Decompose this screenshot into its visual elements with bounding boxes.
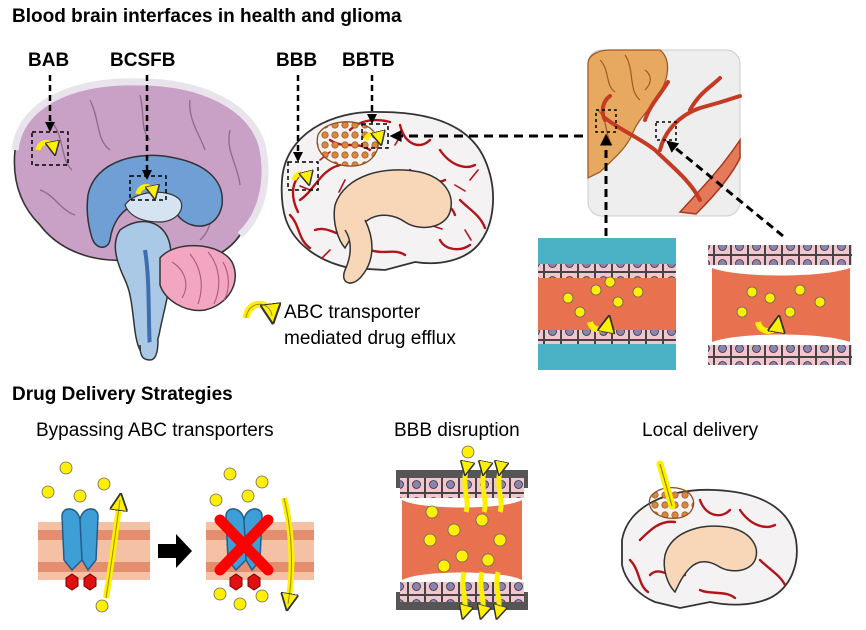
label-bab: BAB [28, 50, 70, 71]
bab-marker [31, 75, 69, 166]
abc-transporter-left [61, 508, 99, 572]
tumor-mass [316, 121, 379, 167]
bcsfb-marker [129, 75, 167, 200]
brainstem-canal [143, 249, 152, 351]
sagittal-brain-illustration [11, 78, 269, 361]
inner-structure-local [663, 525, 758, 594]
bypass-transporter-panel [38, 461, 150, 613]
label-bbb: BBB [276, 50, 318, 71]
bbb-marker [287, 75, 319, 191]
label-bbtb: BBTB [342, 50, 395, 71]
legend-line-2: mediated drug efflux [284, 328, 456, 349]
vessel-branches [600, 76, 742, 202]
strategies-title: Drug Delivery Strategies [12, 384, 233, 405]
vascular-brain-illustration [280, 111, 494, 284]
strategy-label-bypass: Bypassing ABC transporters [36, 420, 274, 441]
brainstem-vascular [343, 219, 373, 284]
figure-title: Blood brain interfaces in health and gli… [12, 6, 402, 27]
spinal-cord [139, 339, 159, 361]
tumor-cell-lines [597, 54, 651, 146]
label-bcsfb: BCSFB [110, 50, 176, 71]
bbb-cross-section [706, 240, 854, 372]
cerebellum [159, 245, 237, 312]
transition-arrow [158, 534, 192, 568]
zoom-tumor-vessel-panel [587, 49, 784, 238]
local-delivery-panel [621, 460, 798, 609]
inhibition-cross [214, 514, 274, 576]
bbb-disruption-panel [396, 445, 528, 614]
strategy-label-local: Local delivery [642, 420, 759, 441]
efflux-legend-icon [242, 300, 272, 318]
bbtb-marker [361, 75, 598, 149]
legend-line-1: ABC transporter [284, 302, 421, 323]
cortex-sulci [39, 94, 241, 241]
cerebellum-folia [171, 251, 229, 305]
strategy-label-disruption: BBB disruption [394, 420, 520, 441]
bbtb-cross-section [538, 238, 676, 370]
inner-brain-structure [333, 169, 452, 250]
efflux-legend-text: ABC transporter mediated drug efflux [284, 300, 456, 352]
major-vessel [678, 137, 741, 215]
blocked-transporter-panel [206, 467, 314, 610]
cortex-outer-band [11, 78, 269, 238]
